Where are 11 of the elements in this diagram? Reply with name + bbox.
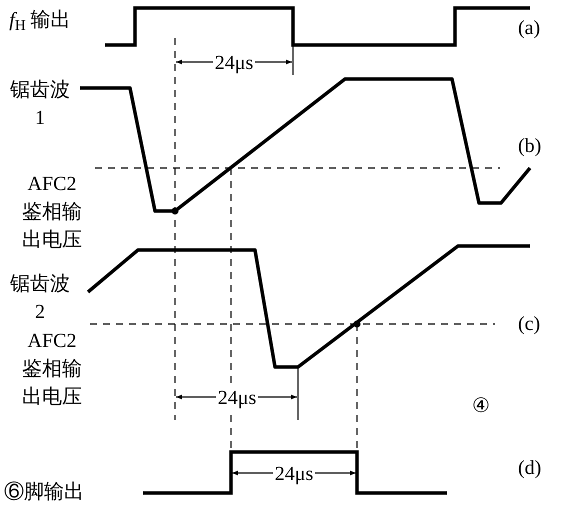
signal-label: AFC2 鉴相输出电压 [21,329,83,410]
panel-label: (b) [518,134,542,159]
figure-number: ④ [472,394,490,419]
panel-label: (c) [518,312,540,337]
panel-label: (d) [518,456,542,481]
signal-label: f$_{H}$ 输出 [9,8,71,34]
signal-label: 锯齿波 2 [9,272,71,325]
signal-label: ⑥脚输出 [4,480,84,505]
signal-label: AFC2 鉴相输出电压 [21,172,83,253]
signal-label: 锯齿波 1 [9,78,71,131]
panel-label: (a) [518,16,540,41]
